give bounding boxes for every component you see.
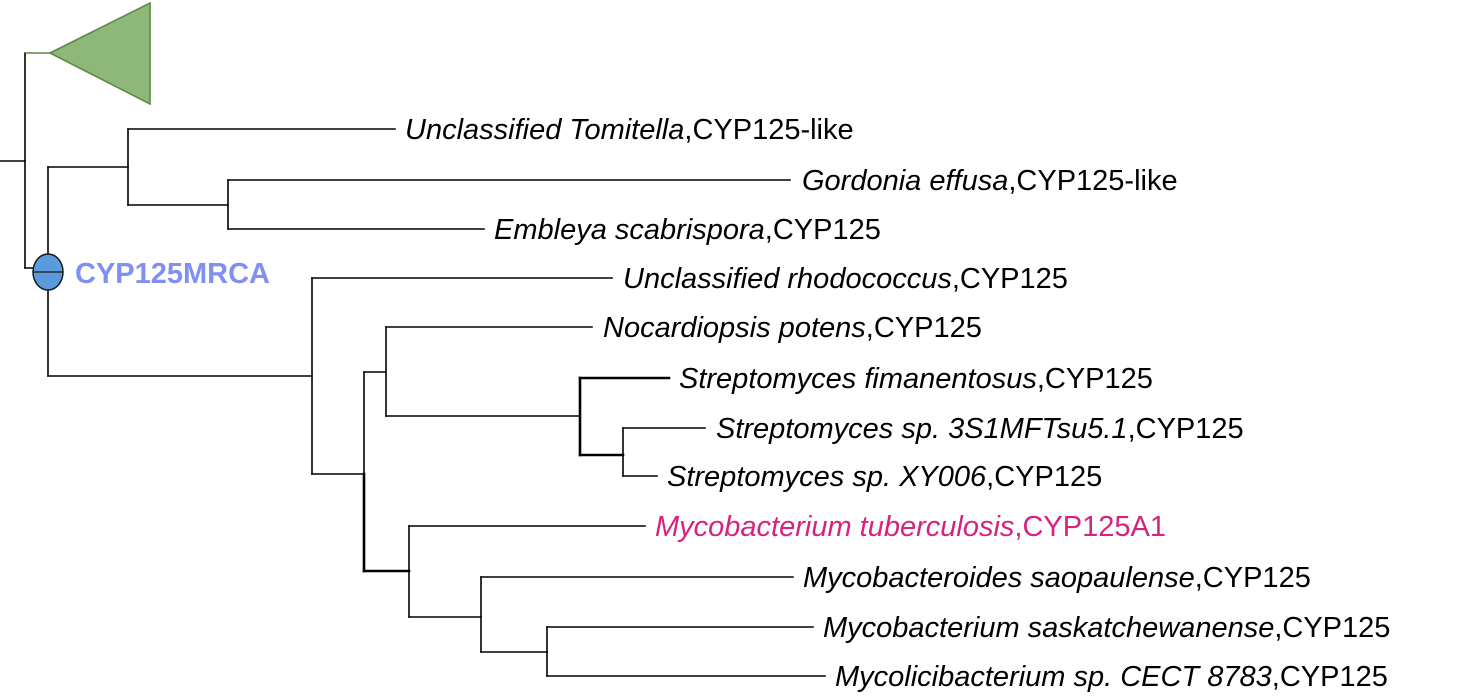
leaf-label: Streptomyces sp. 3S1MFTsu5.1,CYP125 xyxy=(716,413,1244,445)
leaf-label: Mycobacterium saskatchewanense,CYP125 xyxy=(823,612,1390,644)
leaf-label: Streptomyces fimanentosus,CYP125 xyxy=(679,363,1153,395)
leaf-gene: ,CYP125 xyxy=(765,214,881,246)
leaf-species: Mycolicibacterium sp. CECT 8783 xyxy=(835,661,1272,693)
leaf-species: Streptomyces sp. XY006 xyxy=(667,461,987,493)
collapsed-clade-triangle[interactable] xyxy=(48,1,151,106)
mrca-node[interactable]: CYP125MRCA xyxy=(32,253,270,291)
leaf-species: Mycobacteroides saopaulense xyxy=(803,562,1195,594)
leaf-gene: ,CYP125 xyxy=(866,312,982,344)
leaf-species: Nocardiopsis potens xyxy=(603,312,866,344)
leaf-species: Unclassified rhodococcus xyxy=(623,263,952,295)
leaf-species: Streptomyces fimanentosus xyxy=(679,363,1037,395)
leaf-label: Embleya scabrispora,CYP125 xyxy=(494,214,881,246)
leaf-species: Embleya scabrispora xyxy=(494,214,765,246)
collapsed-clade-group xyxy=(0,1,151,269)
leaf-gene: ,CYP125-like xyxy=(1008,165,1177,197)
leaf-species: Gordonia effusa xyxy=(802,165,1008,197)
leaf-label: Streptomyces sp. XY006,CYP125 xyxy=(667,461,1102,493)
leaf-label: Nocardiopsis potens,CYP125 xyxy=(603,312,982,344)
leaf-gene: ,CYP125 xyxy=(986,461,1102,493)
leaf-gene: ,CYP125 xyxy=(952,263,1068,295)
leaf-label: Unclassified Tomitella,CYP125-like xyxy=(405,114,854,146)
leaf-gene: ,CYP125 xyxy=(1195,562,1311,594)
leaf-gene: ,CYP125 xyxy=(1274,612,1390,644)
leaf-label: Mycobacteroides saopaulense,CYP125 xyxy=(803,562,1311,594)
leaf-labels: Unclassified Tomitella,CYP125-like Gordo… xyxy=(405,114,1390,693)
leaf-label: Unclassified rhodococcus,CYP125 xyxy=(623,263,1068,295)
leaf-species: Mycobacterium saskatchewanense xyxy=(823,612,1274,644)
leaf-label-highlighted: Mycobacterium tuberculosis,CYP125A1 xyxy=(655,511,1166,543)
mrca-label: CYP125MRCA xyxy=(75,258,270,290)
leaf-gene: ,CYP125 xyxy=(1037,363,1153,395)
leaf-species: Unclassified Tomitella xyxy=(405,114,684,146)
leaf-species: Mycobacterium tuberculosis xyxy=(655,511,1014,543)
leaf-label: Gordonia effusa,CYP125-like xyxy=(802,165,1178,197)
leaf-gene: ,CYP125 xyxy=(1128,413,1244,445)
leaf-gene: ,CYP125-like xyxy=(684,114,853,146)
leaf-species: Streptomyces sp. 3S1MFTsu5.1 xyxy=(716,413,1128,445)
ingroup-branches xyxy=(24,128,826,677)
leaf-label: Mycolicibacterium sp. CECT 8783,CYP125 xyxy=(835,661,1388,693)
leaf-gene: ,CYP125 xyxy=(1272,661,1388,693)
leaf-gene: ,CYP125A1 xyxy=(1014,511,1166,543)
